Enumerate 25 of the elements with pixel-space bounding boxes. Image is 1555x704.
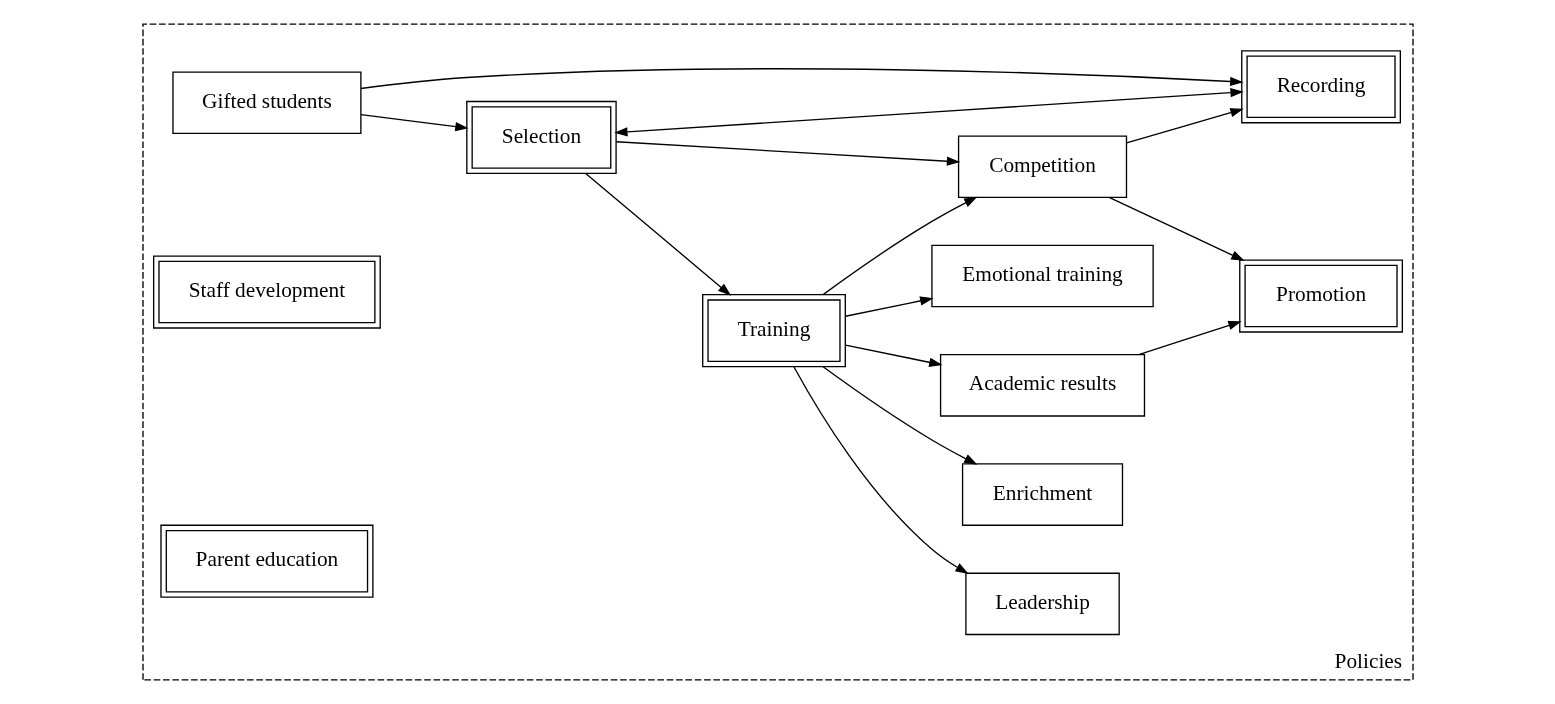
- node-box: Training: [701, 294, 846, 368]
- arrow: [792, 366, 969, 574]
- arrow: [1137, 320, 1242, 356]
- node-box: Emotional training: [930, 244, 1154, 308]
- node-box: Competition: [957, 135, 1127, 199]
- arrow: [613, 87, 1244, 137]
- arrow: [359, 113, 469, 132]
- arrow: [584, 173, 731, 296]
- arrow: [615, 141, 960, 166]
- arrow: [1125, 108, 1244, 144]
- node-box: Gifted students: [171, 71, 362, 135]
- node-box: Parent education: [159, 524, 374, 598]
- node-box: Selection: [465, 100, 617, 175]
- arrow: [844, 344, 943, 367]
- node-box: Leadership: [964, 572, 1120, 636]
- arrow: [821, 366, 977, 465]
- arrow: [821, 196, 977, 296]
- node-box: Recording: [1240, 50, 1401, 124]
- node-box: Promotion: [1238, 259, 1403, 333]
- arrow: [359, 68, 1243, 90]
- node-box: Academic results: [939, 354, 1145, 417]
- node-box: Staff development: [152, 255, 381, 329]
- arrow: [844, 296, 933, 317]
- node-box: Enrichment: [961, 463, 1123, 526]
- arrow: [1108, 196, 1245, 261]
